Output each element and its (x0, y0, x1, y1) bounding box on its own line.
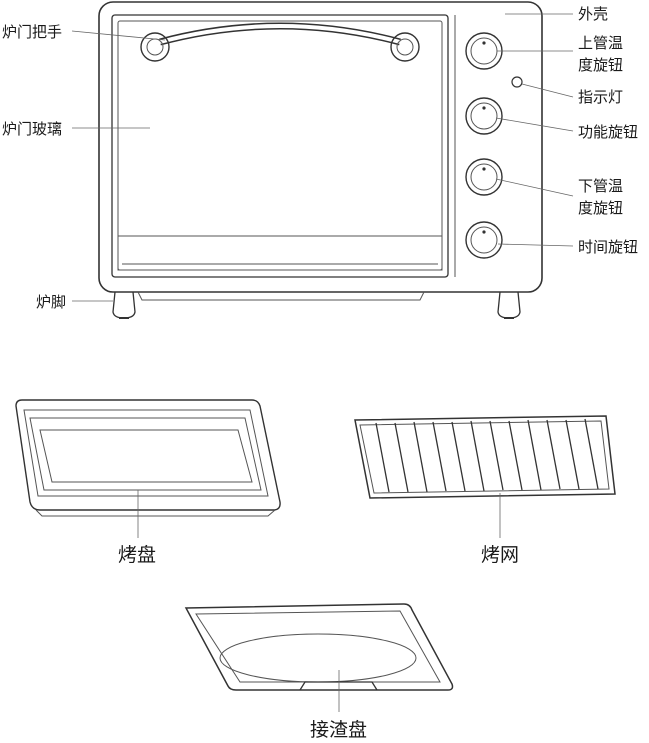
label-function-knob: 功能旋钮 (578, 123, 638, 141)
label-indicator-light: 指示灯 (578, 88, 623, 106)
oven-door (111, 14, 449, 278)
label-timer-knob: 时间旋钮 (578, 238, 638, 256)
lower-temp-knob (465, 158, 503, 196)
label-shell: 外壳 (578, 5, 608, 23)
oven-shell (98, 1, 543, 293)
oven-door-glass (117, 20, 443, 271)
timer-knob (465, 221, 503, 259)
indicator-light (511, 76, 523, 88)
crumb-tray (184, 603, 454, 712)
wire-rack-bars (375, 418, 599, 493)
wire-rack (354, 415, 616, 538)
label-door-handle: 炉门把手 (2, 23, 62, 41)
label-oven-feet: 炉脚 (36, 293, 66, 311)
label-wire-rack: 烤网 (481, 544, 519, 566)
label-lower-temp-knob-2: 度旋钮 (578, 199, 623, 217)
oven (71, 1, 574, 319)
label-crumb-tray: 接渣盘 (310, 719, 367, 741)
label-door-glass: 炉门玻璃 (2, 120, 62, 138)
label-upper-temp-knob-1: 上管温 (578, 34, 623, 52)
label-upper-temp-knob-2: 度旋钮 (578, 56, 623, 74)
function-knob (465, 97, 503, 135)
crumb-tray-center-recess (219, 633, 417, 683)
baking-tray (15, 399, 281, 538)
door-handle (140, 22, 420, 62)
oven-door-bottom-band (117, 235, 443, 271)
upper-temp-knob (465, 32, 503, 70)
label-baking-tray: 烤盘 (118, 544, 156, 566)
label-lower-temp-knob-1: 下管温 (578, 177, 623, 195)
oven-feet (112, 291, 521, 319)
